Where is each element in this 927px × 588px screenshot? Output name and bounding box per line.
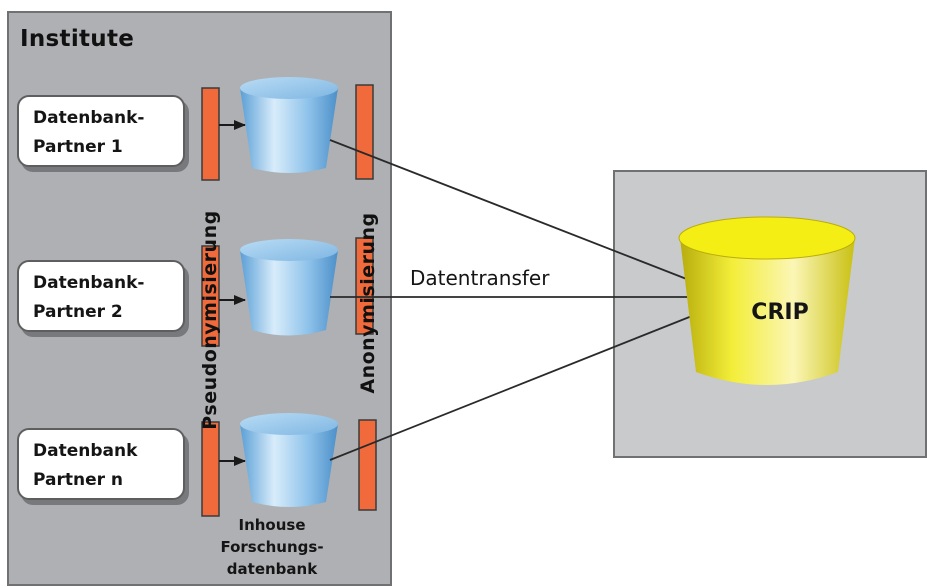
- database-icon: [240, 239, 338, 336]
- partner-box-1: Datenbank- Partner 1: [17, 95, 185, 167]
- partner-box-2: Datenbank- Partner 2: [17, 260, 185, 332]
- crip-database-icon: [678, 216, 856, 385]
- database-icon: [240, 413, 338, 507]
- crip-label: CRIP: [751, 300, 809, 325]
- anonymisierung-label: Anonymisierung: [357, 212, 379, 394]
- database-icon: [240, 77, 338, 173]
- pseudonymisierung-label: Pseudonymisierung: [199, 210, 221, 430]
- transfer-line: [329, 139, 703, 286]
- institute-title: Institute: [20, 26, 135, 52]
- pseudonymisierung-bar: [201, 87, 220, 181]
- anonymisierung-bar: [355, 237, 374, 335]
- pseudonymisierung-bar: [201, 421, 220, 517]
- transfer-line: [329, 311, 703, 461]
- anonymisierung-bar: [358, 419, 377, 511]
- partner-box-n: Datenbank Partner n: [17, 428, 185, 500]
- datentransfer-label: Datentransfer: [410, 266, 550, 290]
- pseudonymisierung-bar: [201, 245, 220, 347]
- anonymisierung-bar: [355, 84, 374, 180]
- inhouse-database-label: Inhouse Forschungs- datenbank: [220, 516, 324, 578]
